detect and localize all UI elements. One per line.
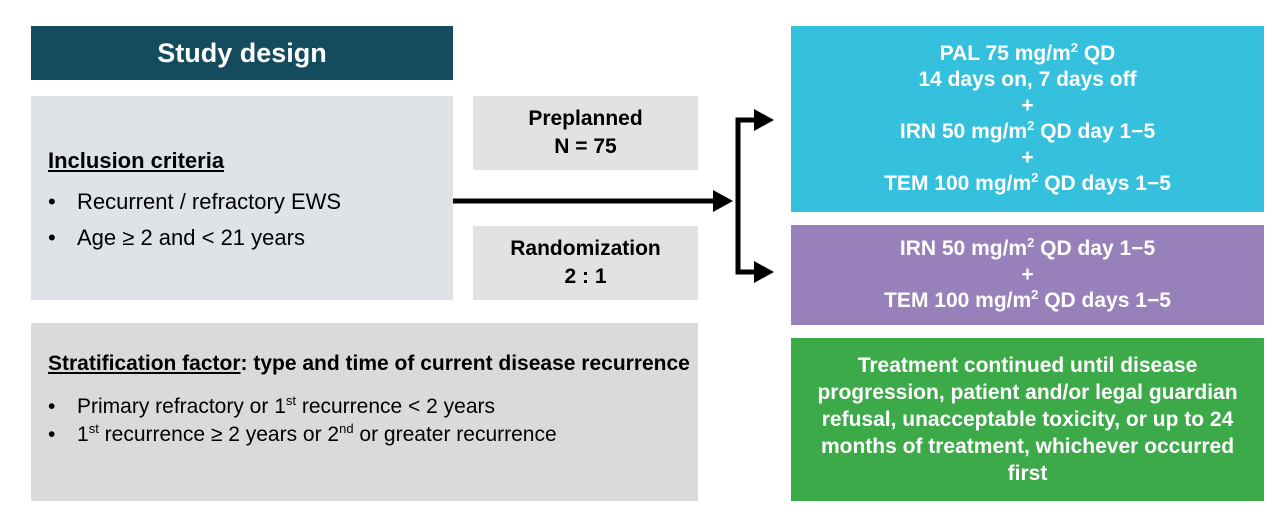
- randomization-box: Randomization 2 : 1: [473, 226, 698, 300]
- treatment-duration-box: Treatment continued until disease progre…: [791, 338, 1264, 501]
- text-part: QD days 1−5: [1038, 172, 1171, 195]
- text-part: TEM 100 mg/m: [884, 172, 1032, 195]
- randomization-ratio: 2 : 1: [564, 265, 607, 288]
- text-part: IRN 50 mg/m: [899, 120, 1028, 143]
- text-part: QD day 1−5: [1034, 120, 1156, 143]
- inclusion-item-text: Age ≥ 2 and < 21 years: [77, 225, 305, 250]
- branch-bracket: [735, 117, 756, 275]
- inclusion-list: • Recurrent / refractory EWS • Age ≥ 2 and…: [48, 184, 453, 256]
- stratification-item: • 1st recurrence ≥ 2 years or 2nd or grea…: [48, 421, 698, 449]
- superscript: nd: [339, 421, 354, 436]
- preplanned-label: Preplanned: [528, 107, 643, 130]
- bullet-icon: •: [48, 423, 56, 446]
- superscript: st: [285, 393, 296, 408]
- arm-a-line: TEM 100 mg/m2 QD days 1−5: [791, 171, 1264, 197]
- arm-pal-irn-tem: PAL 75 mg/m2 QD 14 days on, 7 days off +…: [791, 26, 1264, 212]
- study-design-title: Study design: [31, 26, 453, 80]
- arm-b-line: IRN 50 mg/m2 QD day 1−5: [791, 236, 1264, 262]
- text-part: recurrence ≥ 2 years or 2: [98, 423, 340, 446]
- arm-b-line: TEM 100 mg/m2 QD days 1−5: [791, 288, 1264, 314]
- text-part: IRN 50 mg/m: [899, 237, 1028, 260]
- inclusion-criteria-box: Inclusion criteria • Recurrent / refracto…: [31, 96, 453, 300]
- bullet-icon: •: [48, 189, 56, 214]
- arm-a-line: PAL 75 mg/m2 QD: [791, 41, 1264, 67]
- main-arrow-head: [713, 190, 733, 212]
- bullet-icon: •: [48, 395, 56, 418]
- stratification-list: •Primary refractory or 1st recurrence < …: [48, 393, 698, 449]
- stratification-heading: Stratification factor: type and time of …: [48, 349, 698, 379]
- superscript: 2: [1031, 170, 1039, 185]
- text-part: PAL 75 mg/m: [939, 42, 1071, 65]
- plus-sign: +: [1021, 146, 1034, 169]
- treatment-text: Treatment continued until disease progre…: [817, 354, 1238, 485]
- text-part: 1: [77, 423, 89, 446]
- inclusion-item-text: Recurrent / refractory EWS: [77, 189, 342, 214]
- arm-irn-tem: IRN 50 mg/m2 QD day 1−5 + TEM 100 mg/m2 …: [791, 225, 1264, 325]
- superscript: 2: [1027, 118, 1035, 133]
- superscript: 2: [1027, 235, 1035, 250]
- arm-a-line: 14 days on, 7 days off: [918, 68, 1137, 91]
- stratification-heading-rest: : type and time of current disease recur…: [240, 352, 690, 375]
- inclusion-heading: Inclusion criteria: [48, 148, 225, 173]
- text-part: QD: [1078, 42, 1116, 65]
- stratification-item: • Primary refractory or 1st recurrence < …: [48, 393, 698, 421]
- inclusion-item: • Recurrent / refractory EWS: [48, 184, 453, 220]
- text-part: TEM 100 mg/m: [884, 289, 1032, 312]
- text-part: recurrence < 2 years: [296, 395, 496, 418]
- text-part: QD days 1−5: [1038, 289, 1171, 312]
- bullet-icon: •: [48, 225, 56, 250]
- preplanned-box: Preplanned N = 75: [473, 96, 698, 170]
- superscript: 2: [1031, 287, 1039, 302]
- arrow-to-arm-b: [754, 261, 774, 283]
- arm-a-line: IRN 50 mg/m2 QD day 1−5: [791, 119, 1264, 145]
- superscript: 2: [1070, 40, 1078, 55]
- stratification-heading-underlined: Stratification factor: [48, 352, 241, 375]
- plus-sign: +: [1021, 94, 1034, 117]
- text-part: Primary refractory or 1: [77, 395, 286, 418]
- text-part: or greater recurrence: [353, 423, 557, 446]
- randomization-label: Randomization: [510, 237, 661, 260]
- inclusion-item: • Age ≥ 2 and < 21 years: [48, 220, 453, 256]
- plus-sign: +: [1021, 263, 1034, 286]
- superscript: st: [88, 421, 99, 436]
- preplanned-n: N = 75: [554, 135, 617, 158]
- arrow-to-arm-a: [754, 109, 774, 131]
- text-part: QD day 1−5: [1034, 237, 1156, 260]
- stratification-box: Stratification factor: type and time of …: [31, 323, 698, 501]
